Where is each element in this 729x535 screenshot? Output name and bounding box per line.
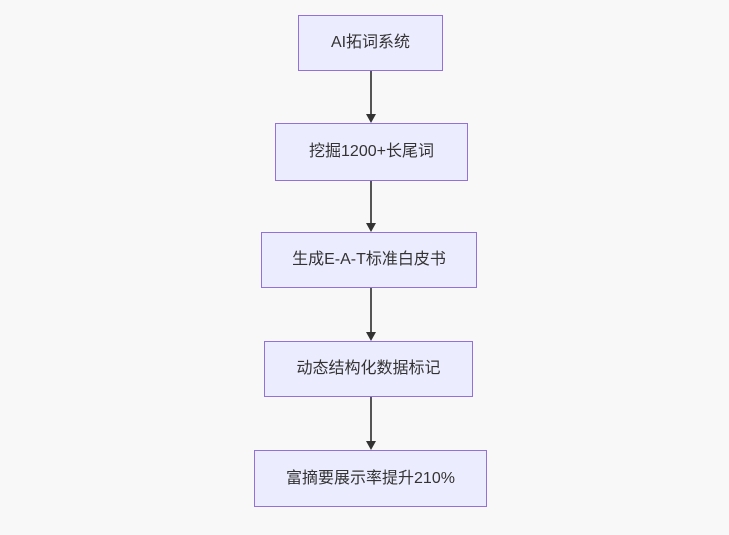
arrowhead-down-icon <box>366 332 376 341</box>
flow-arrow-4 <box>365 397 377 450</box>
arrowhead-down-icon <box>366 223 376 232</box>
arrowhead-down-icon <box>366 441 376 450</box>
node-label: AI拓词系统 <box>330 34 411 52</box>
flow-arrow-1 <box>365 71 377 123</box>
arrow-line <box>370 288 372 334</box>
flow-arrow-3 <box>365 288 377 341</box>
flow-node-longtail-mining: 挖掘1200+长尾词 <box>275 123 468 181</box>
flow-node-eat-whitepaper: 生成E-A-T标准白皮书 <box>261 232 477 288</box>
node-label: 富摘要展示率提升210% <box>286 469 455 487</box>
flow-node-rich-snippet-result: 富摘要展示率提升210% <box>254 450 487 507</box>
node-label: 挖掘1200+长尾词 <box>309 143 434 161</box>
flow-arrow-2 <box>365 181 377 232</box>
arrow-line <box>370 71 372 116</box>
node-label: 动态结构化数据标记 <box>296 360 441 378</box>
arrow-line <box>370 397 372 443</box>
flow-node-ai-keyword-system: AI拓词系统 <box>298 15 443 71</box>
node-label: 生成E-A-T标准白皮书 <box>292 251 446 269</box>
flow-node-structured-data-markup: 动态结构化数据标记 <box>264 341 473 397</box>
arrowhead-down-icon <box>366 114 376 123</box>
arrow-line <box>370 181 372 225</box>
